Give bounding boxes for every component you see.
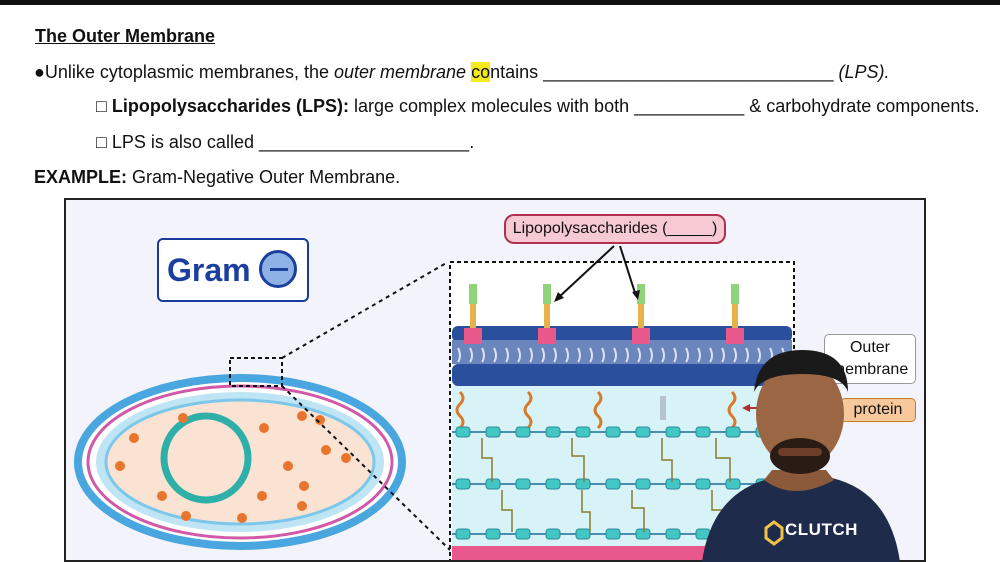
- checkbox-icon: □: [96, 132, 107, 152]
- checkbox-icon: □: [96, 96, 107, 116]
- fill-blank: _____________________________: [543, 62, 833, 82]
- bullet2-text-2: & carbohydrate components.: [744, 96, 979, 116]
- term-lps: Lipopolysaccharides (LPS):: [112, 96, 349, 116]
- bullet3-text: LPS is also called: [112, 132, 259, 152]
- bacterial-cell: [78, 378, 402, 546]
- top-bar: [0, 0, 1000, 5]
- bullet1-suffix: (LPS).: [833, 62, 889, 82]
- bullet-outer-membrane: ●Unlike cytoplasmic membranes, the outer…: [34, 62, 889, 83]
- shirt-logo: CLUTCH: [785, 520, 858, 540]
- sub-bullet-lps: □ Lipopolysaccharides (LPS): large compl…: [96, 96, 979, 117]
- example-line: EXAMPLE: Gram-Negative Outer Membrane.: [34, 167, 400, 188]
- bullet1-text-2: ntains: [490, 62, 543, 82]
- sub-bullet-lps-alias: □ LPS is also called ___________________…: [96, 132, 474, 153]
- bullet-marker: ●: [34, 62, 45, 82]
- minus-icon: [259, 250, 297, 288]
- fill-blank: _____________________: [259, 132, 469, 152]
- lps-callout: Lipopolysaccharides (_____): [504, 214, 726, 244]
- highlighted-text: co: [471, 62, 490, 82]
- bullet2-text: large complex molecules with both: [349, 96, 634, 116]
- bullet3-text-2: .: [469, 132, 474, 152]
- example-text: Gram-Negative Outer Membrane.: [127, 167, 400, 187]
- gram-badge: Gram: [157, 238, 309, 302]
- fill-blank: ___________: [634, 96, 744, 116]
- page-title: The Outer Membrane: [35, 26, 215, 47]
- gram-label: Gram: [167, 252, 251, 289]
- bullet1-text: Unlike cytoplasmic membranes, the: [45, 62, 334, 82]
- example-label: EXAMPLE:: [34, 167, 127, 187]
- bullet1-italic: outer membrane: [334, 62, 466, 82]
